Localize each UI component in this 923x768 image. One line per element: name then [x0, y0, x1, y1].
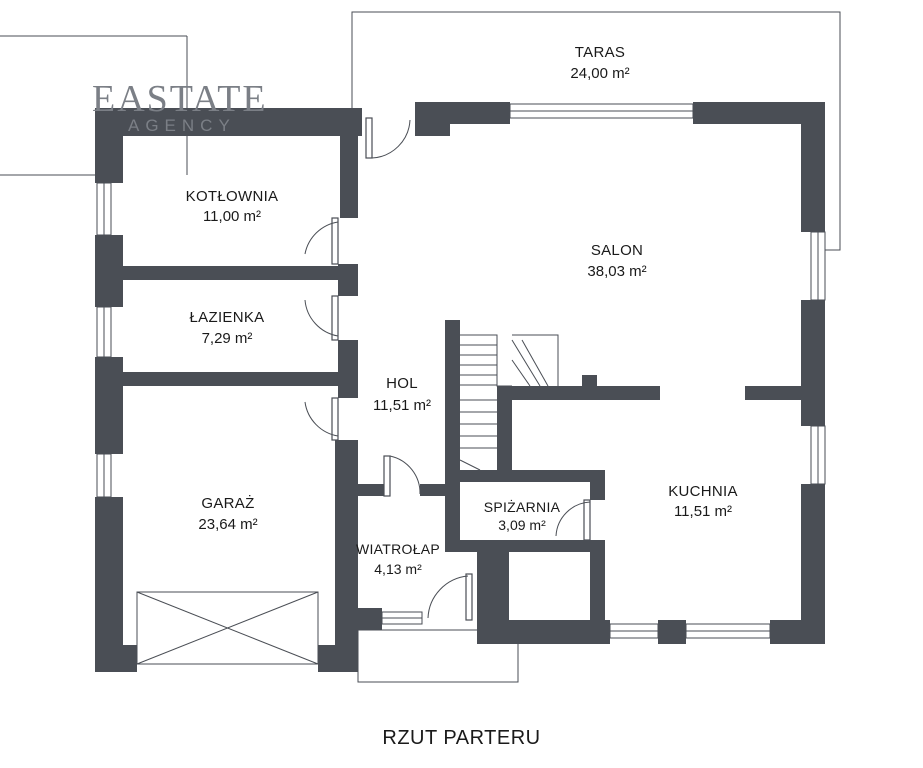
room-taras: TARAS 24,00 m²: [570, 44, 629, 82]
interior-walls: [123, 108, 803, 644]
room-area: 7,29 m²: [202, 330, 253, 347]
room-name: KUCHNIA: [668, 483, 738, 500]
logo-frame: [0, 35, 188, 176]
room-name: KOTŁOWNIA: [186, 188, 279, 205]
room-lazienka: ŁAZIENKA 7,29 m²: [190, 309, 265, 347]
plan-title: RZUT PARTERU: [382, 727, 541, 749]
room-area: 24,00 m²: [570, 65, 629, 82]
room-kuchnia: KUCHNIA 11,51 m²: [668, 483, 738, 520]
room-kotlownia: KOTŁOWNIA 11,00 m²: [186, 188, 279, 225]
room-name: HOL: [386, 375, 418, 392]
room-name: GARAŻ: [201, 494, 254, 512]
logo-wordmark: EASTATE: [92, 78, 268, 120]
room-name: SALON: [591, 242, 643, 259]
room-area: 11,51 m²: [373, 397, 431, 414]
room-name: SPIŻARNIA: [484, 498, 561, 515]
room-name: ŁAZIENKA: [190, 309, 265, 326]
room-area: 3,09 m²: [498, 517, 546, 533]
room-area: 23,64 m²: [198, 516, 257, 533]
room-salon: SALON 38,03 m²: [587, 242, 646, 280]
room-spizarnia: SPIŻARNIA 3,09 m²: [484, 498, 561, 533]
garage-door-symbol: [136, 591, 319, 665]
room-area: 4,13 m²: [374, 561, 422, 577]
room-area: 11,00 m²: [203, 208, 261, 225]
room-area: 11,51 m²: [674, 503, 732, 520]
logo-subtitle: AGENCY: [128, 116, 236, 135]
doors: [304, 117, 591, 621]
room-wiatrolap: WIATROŁAP 4,13 m²: [356, 541, 440, 577]
staircase: [459, 334, 559, 471]
outer-walls: [95, 102, 825, 672]
room-area: 38,03 m²: [587, 263, 646, 280]
terrace-outline: [351, 11, 841, 251]
room-garaz: GARAŻ 23,64 m²: [198, 494, 257, 533]
room-name: WIATROŁAP: [356, 541, 440, 557]
room-hol: HOL 11,51 m²: [373, 375, 431, 414]
windows: [96, 103, 826, 639]
room-name: TARAS: [575, 44, 625, 61]
